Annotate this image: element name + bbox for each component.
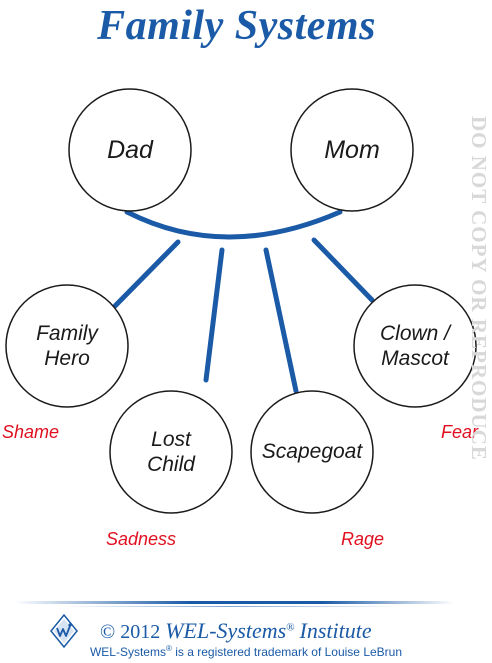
dad-label: Dad [107, 136, 153, 164]
connectors [112, 209, 375, 394]
brand-name: WEL-Systems [165, 618, 287, 643]
lost-child-line1: Lost [151, 427, 191, 451]
node-scapegoat [250, 390, 374, 514]
emotion-fear: Fear [441, 422, 479, 442]
scapegoat-label: Scapegoat [261, 440, 363, 464]
lost-child-label: Lost Child [110, 391, 232, 513]
node-lost-child [109, 390, 233, 514]
copyright-year: © 2012 [100, 621, 161, 643]
trademark-text: is a registered trademark of Louise LeBr… [171, 645, 403, 659]
footer-divider-thin [60, 606, 400, 607]
brand-registered-mark: ® [286, 621, 295, 634]
family-hero-line1: Family [36, 321, 98, 345]
footer-divider [14, 601, 454, 604]
wel-logo-icon [50, 614, 78, 648]
family-hero-line2: Hero [44, 347, 90, 370]
emotion-shame: Shame [2, 422, 60, 442]
clown-mascot-label: Clown / Mascot [354, 285, 476, 407]
trademark-brand: WEL-Systems [89, 645, 166, 659]
emotion-sadness: Sadness [106, 529, 177, 549]
clown-line1: Clown / [379, 321, 451, 345]
emotion-rage: Rage [341, 529, 385, 549]
connector-lost-child [203, 247, 225, 383]
brand-suffix: Institute [299, 618, 372, 643]
node-mom [290, 88, 414, 212]
mom-label: Mom [324, 136, 380, 164]
lost-child-line2: Child [147, 453, 195, 476]
family-hero-label: Family Hero [6, 285, 128, 407]
connector-hero [112, 239, 181, 309]
copyright-line: © 2012 WEL-Systems® Institute [100, 618, 372, 644]
connector-scapegoat [263, 247, 299, 394]
node-dad [68, 88, 192, 212]
connector-clown [311, 237, 375, 303]
parents-arc [124, 209, 343, 240]
watermark: DO NOT COPY OR REPRODUCE [467, 116, 491, 461]
trademark-notice: WEL-Systems® is a registered trademark o… [0, 644, 492, 659]
trademark-mark: ® [165, 644, 172, 653]
clown-line2: Mascot [381, 347, 449, 370]
node-clown-mascot [353, 284, 477, 408]
page-title: Family Systems [97, 3, 376, 49]
node-family-hero [5, 284, 129, 408]
